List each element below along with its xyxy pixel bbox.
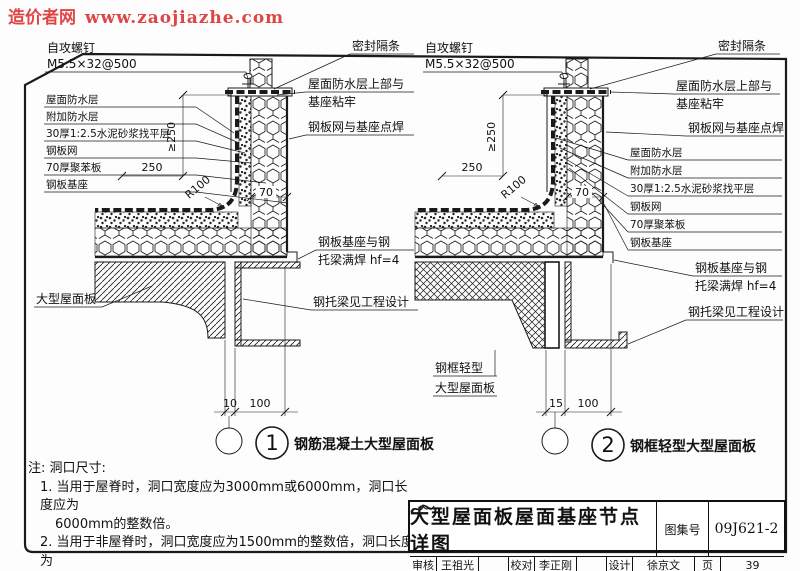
watermark-site-name: 造价者网 [8, 8, 76, 28]
reviewer-name: 王祖光 [436, 557, 478, 571]
dim-70: 70 [575, 186, 589, 199]
label-membrane-bond-1: 屋面防水层上部与 [308, 76, 404, 91]
dim-250: 250 [142, 161, 163, 174]
label-screw-spec: M5.5×32@500 [425, 57, 515, 71]
label-layer-base-plate: 钢板基座 [630, 236, 672, 249]
detail-1-bubble: 1 钢筋混凝土大型屋面板 [215, 426, 435, 460]
label-layer-steel-mesh: 钢板网 [630, 200, 662, 213]
watermark: 造价者网 www.zaojiazhe.com [8, 3, 284, 28]
sheet-title: 大型屋面板屋面基座节点详图 [410, 506, 642, 555]
label-base-weld-2: 托梁满焊 hf=4 [695, 278, 776, 293]
label-layer-polystyrene: 70厚聚苯板 [46, 161, 102, 174]
detail-number: 2 [601, 433, 614, 457]
proofreader-signature [411, 504, 606, 571]
dim-ge-250: ≥250 [485, 122, 498, 152]
label-steel-frame-panel-1: 钢框轻型 [435, 361, 483, 375]
note-line: 1. 当用于屋脊时，洞口宽度应为3000mm或6000mm，洞口长度应为 [40, 479, 408, 514]
label-steel-joist: 钢托梁见工程设计 [313, 294, 409, 309]
detail-2-bubble: 2 钢框轻型大型屋面板 [541, 427, 757, 462]
label-screw-spec: M5.5×32@500 [47, 57, 137, 71]
label-layer-mortar: 30厚1:2.5水泥砂浆找平层 [46, 127, 170, 140]
proof-label: 校对 [508, 557, 534, 571]
label-seal-strip: 密封隔条 [718, 38, 766, 53]
label-layer-polystyrene: 70厚聚苯板 [630, 218, 686, 231]
dim-100: 100 [250, 397, 271, 410]
proofreader-name: 李正刚 [534, 557, 576, 571]
label-membrane-bond-2: 基座粘牢 [308, 94, 356, 109]
reference-circle [215, 427, 243, 455]
label-layer-steel-mesh: 钢板网 [46, 144, 78, 157]
label-steel-frame-panel-2: 大型屋面板 [435, 381, 495, 395]
detail-1-dimensions: ≥250 250 R100 70 10 100 [117, 90, 298, 428]
notes-heading: 注: 洞口尺寸: [28, 461, 106, 476]
dim-r100: R100 [499, 173, 529, 201]
label-layer-waterproof: 屋面防水层 [46, 93, 99, 106]
note-line: 2. 当用于非屋脊时，洞口宽度应为1500mm的整数倍，洞口长度为 [40, 535, 414, 569]
page-number: 39 [720, 557, 784, 571]
label-layer-waterproof: 屋面防水层 [630, 146, 683, 159]
label-seal-strip: 密封隔条 [352, 38, 400, 53]
label-layer-extra-waterproof: 附加防水层 [46, 110, 99, 123]
detail-caption: 钢筋混凝土大型屋面板 [294, 436, 435, 453]
designer-name-cell: 徐京文 [410, 505, 694, 571]
label-base-weld-1: 钢板基座与钢 [695, 260, 767, 275]
watermark-url: www.zaojiazhe.com [85, 8, 285, 28]
sheet-frame [23, 52, 788, 554]
label-base-weld-1: 钢板基座与钢 [318, 234, 390, 249]
label-layer-base-plate: 钢板基座 [46, 178, 88, 191]
detail-1-labels: 自攻螺钉 M5.5×32@500 密封隔条 屋面防水层上部与 基座粘牢 钢板网与… [34, 38, 418, 311]
review-label: 审核 [412, 559, 434, 571]
dim-r100: R100 [183, 173, 213, 201]
dim-70: 70 [259, 186, 273, 199]
detail-caption: 钢框轻型大型屋面板 [630, 438, 757, 455]
detail-2-labels: 自攻螺钉 M5.5×32@500 密封隔条 屋面防水层上部与 基座粘牢 钢板网与… [423, 38, 784, 397]
label-mesh-spot-weld: 钢板网与基座点焊 [688, 120, 784, 135]
label-membrane-bond-1: 屋面防水层上部与 [676, 78, 772, 93]
label-base-weld-2: 托梁满焊 hf=4 [318, 252, 399, 267]
label-layer-mortar: 30厚1:2.5水泥砂浆找平层 [630, 182, 754, 195]
dim-100: 100 [578, 397, 599, 410]
page-label: 页 [694, 557, 720, 571]
label-self-tapping-screw: 自攻螺钉 [425, 41, 473, 55]
detail-number-circle [255, 426, 289, 460]
detail-number-circle [591, 428, 625, 462]
designer-name: 徐京文 [647, 559, 680, 571]
detail-number: 1 [265, 431, 278, 455]
reviewer-signature [411, 505, 508, 571]
label-membrane-bond-2: 基座粘牢 [676, 96, 724, 111]
reference-circle [541, 427, 569, 455]
title-block: 大型屋面板屋面基座节点详图 图集号 09J621-2 审核 王祖光 校对 李正刚… [408, 500, 786, 571]
label-steel-joist: 钢托梁见工程设计 [688, 304, 784, 319]
label-large-roof-panel: 大型屋面板 [36, 292, 96, 306]
detail-2-structure [414, 58, 628, 349]
dim-ge-250: ≥250 [165, 122, 178, 152]
atlas-number-label: 图集号 [656, 502, 708, 556]
label-self-tapping-screw: 自攻螺钉 [47, 41, 95, 55]
label-mesh-spot-weld: 钢板网与基座点焊 [308, 119, 404, 134]
note-line: 6000mm的整数倍。 [55, 516, 179, 532]
label-layer-extra-waterproof: 附加防水层 [630, 164, 683, 177]
design-label: 设计 [606, 557, 632, 571]
atlas-number: 09J621-2 [708, 502, 784, 556]
notes-block: 注: 洞口尺寸: 1. 当用于屋脊时，洞口宽度应为3000mm或6000mm，洞… [28, 460, 420, 571]
dim-15: 15 [549, 397, 563, 410]
detail-1-structure [94, 58, 301, 347]
dim-250: 250 [462, 161, 483, 174]
dim-10: 10 [223, 397, 237, 410]
